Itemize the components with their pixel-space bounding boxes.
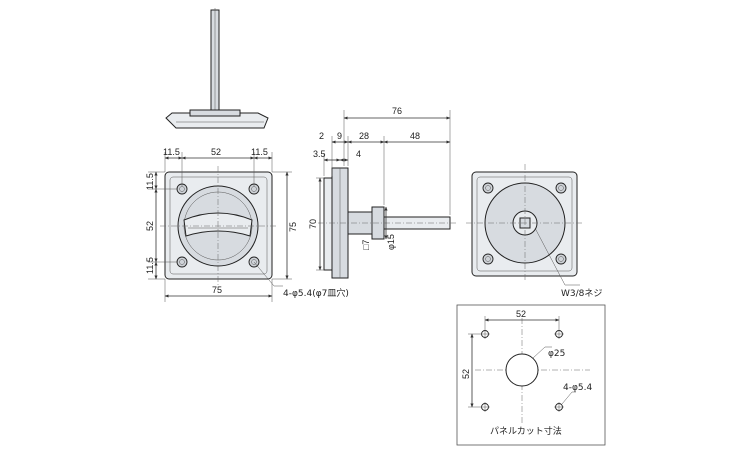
side-dim-height: 70	[308, 219, 318, 229]
front-mount-holes	[176, 183, 260, 268]
panel-cut: 52 52 φ25 4-φ5.4 パネルカット寸法	[456, 304, 606, 446]
side-dim-sub1: 3.5	[313, 149, 326, 159]
panel-cut-height: 52	[461, 369, 471, 379]
dim-bottom-width: 75	[212, 285, 222, 295]
panel-cut-width: 52	[516, 309, 526, 319]
panel-cut-holes	[480, 329, 564, 412]
panel-cut-caption: パネルカット寸法	[490, 425, 562, 437]
dim-top-right: 11.5	[251, 147, 268, 157]
panel-cut-center-hole	[505, 353, 539, 387]
front-view: 11.5 52 11.5 11.5 52 11.5 75 75 4-φ5.4(φ…	[145, 147, 349, 302]
dim-left-bottom: 11.5	[145, 257, 155, 274]
side-dim-shaft: φ15	[386, 234, 396, 250]
dim-left-top: 11.5	[145, 173, 155, 190]
side-dim-square: □7	[361, 240, 371, 250]
side-dim-sub2: 4	[356, 149, 361, 159]
dim-top-left: 11.5	[163, 147, 180, 157]
back-mount-holes	[482, 182, 567, 265]
side-dim-seg3: 28	[359, 131, 369, 141]
top-view-hub	[189, 109, 241, 117]
side-dim-seg2: 9	[337, 131, 342, 141]
back-view: W3/8ネジ	[466, 164, 602, 299]
dim-left-mid: 52	[145, 221, 155, 231]
panel-cut-frame	[456, 304, 606, 446]
thread-callout: W3/8ネジ	[561, 288, 602, 299]
top-view	[165, 8, 269, 129]
side-view: 76 2 9 28 48 3.5 4 70 □7 φ15	[308, 106, 456, 279]
top-view-flange	[165, 112, 269, 129]
side-dim-overall: 76	[392, 106, 402, 116]
hole-callout: 4-φ5.4(φ7皿穴)	[283, 287, 349, 299]
side-dim-seg1: 2	[319, 131, 324, 141]
panel-cut-hole-callout: 4-φ5.4	[563, 383, 592, 393]
dim-right-height: 75	[288, 222, 298, 232]
panel-cut-center-dia: φ25	[548, 349, 565, 359]
side-dim-seg4: 48	[410, 131, 420, 141]
dim-top-mid: 52	[211, 147, 221, 157]
side-flange	[323, 177, 333, 271]
